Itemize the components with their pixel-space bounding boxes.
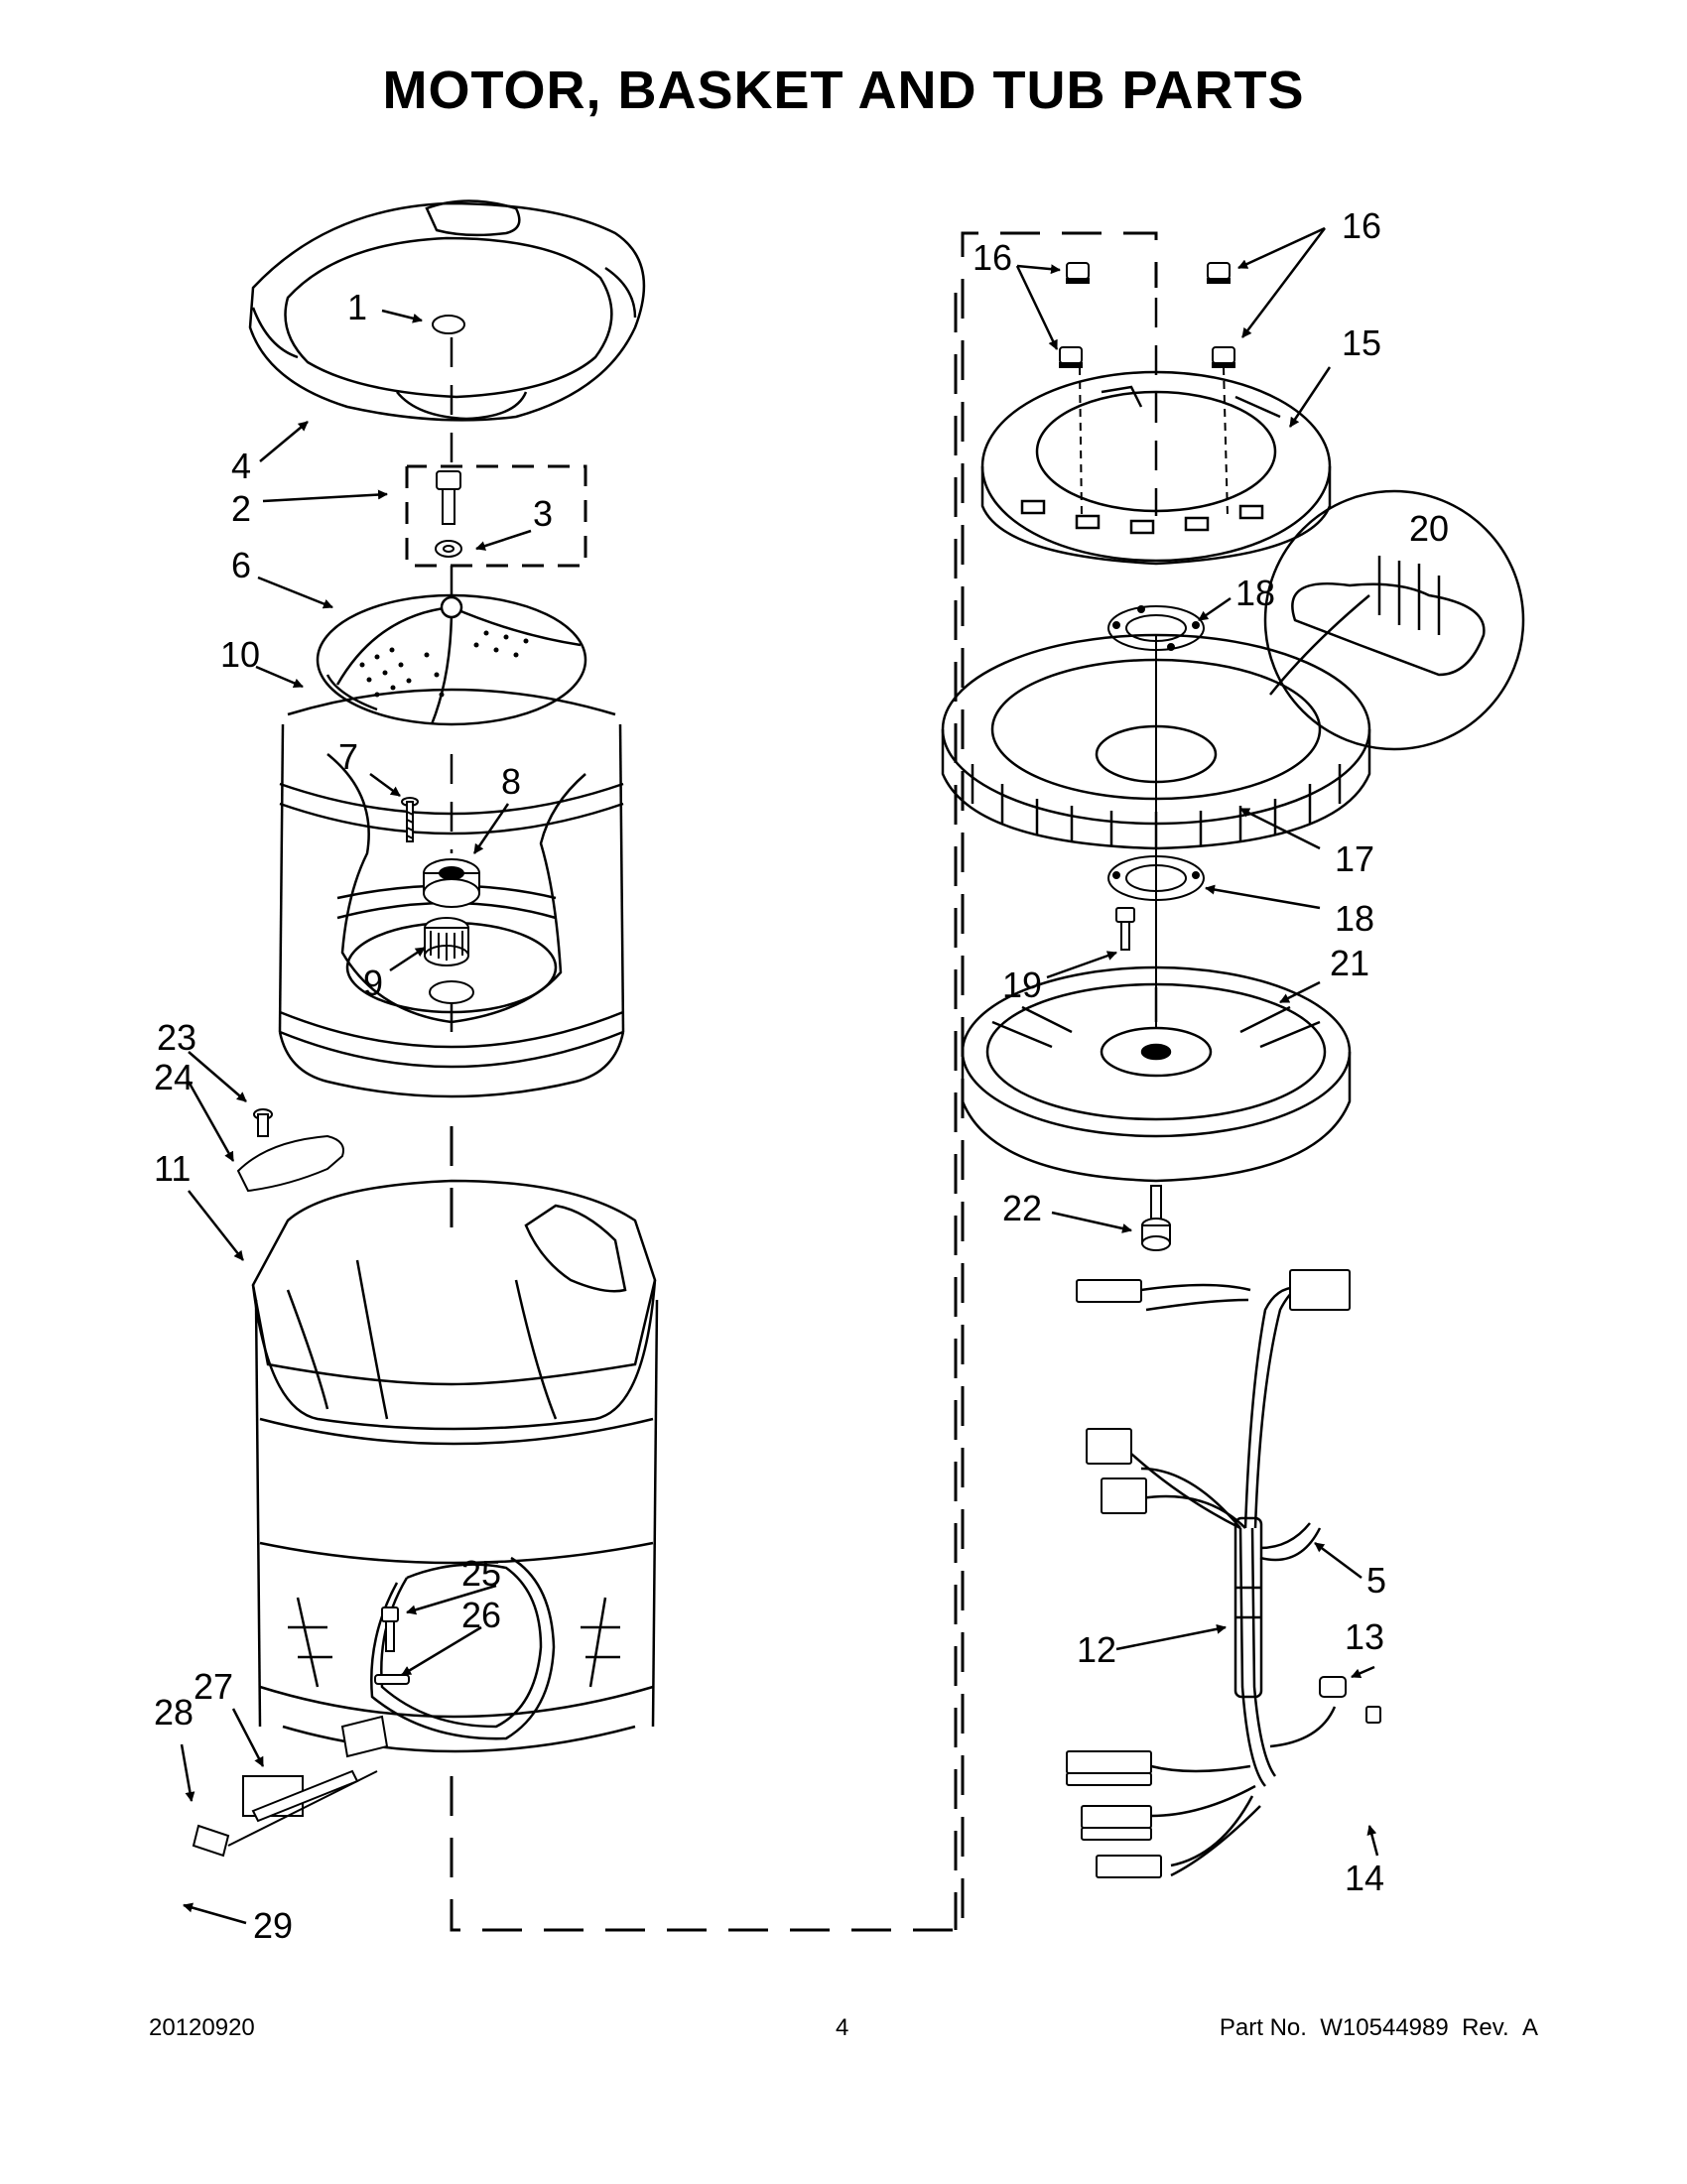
callout-1: 1 [347, 287, 367, 327]
basket-screw-part [401, 797, 419, 842]
page-title: MOTOR, BASKET AND TUB PARTS [382, 61, 1305, 120]
callout-18-bottom: 18 [1335, 898, 1374, 939]
callout-24: 24 [154, 1057, 194, 1097]
callout-15: 15 [1342, 322, 1381, 363]
callout-21: 21 [1330, 943, 1369, 983]
callout-11: 11 [154, 1148, 191, 1189]
cover-bracket-part [236, 1108, 344, 1193]
callout-3: 3 [533, 493, 553, 534]
outer-tub-part [251, 1179, 659, 1753]
stator-part [941, 594, 1371, 850]
rev-label: Rev. [1462, 2014, 1509, 2041]
callout-7: 7 [338, 736, 358, 777]
hub-bolt-part [435, 470, 462, 558]
upper-shim-part [1107, 605, 1205, 651]
callout-25: 25 [461, 1553, 501, 1594]
callout-2: 2 [231, 488, 251, 529]
part-no-value: W10544989 [1320, 2014, 1449, 2041]
impeller-part [316, 593, 587, 726]
callout-19: 19 [1002, 964, 1042, 1005]
callout-16-right: 16 [1342, 205, 1381, 246]
rotor-part [961, 965, 1352, 1183]
callout-17: 17 [1335, 838, 1374, 879]
callout-20: 20 [1409, 508, 1449, 549]
center-axis-line [450, 298, 1158, 1032]
footer-date-code: 20120920 [149, 2014, 255, 2041]
spline-gear-part [424, 917, 474, 1004]
callout-18-top: 18 [1235, 573, 1275, 613]
callout-13: 13 [1345, 1616, 1384, 1657]
footer-part-number: Part No. W10544989 Rev. A [1220, 2014, 1538, 2042]
bolt-group-box [405, 464, 587, 568]
footer-page-number: 4 [836, 2014, 849, 2041]
callout-28: 28 [154, 1692, 194, 1733]
heater-bracket-parts [192, 1715, 389, 1858]
callout-14: 14 [1345, 1858, 1384, 1898]
callout-22: 22 [1002, 1188, 1042, 1228]
connection-dashed-line [450, 231, 1158, 1932]
part-no-label: Part No. [1219, 2014, 1307, 2041]
callout-5: 5 [1366, 1560, 1386, 1601]
stator-collar-part [980, 370, 1332, 566]
hub-part [423, 858, 480, 908]
harness-connectors [1066, 1269, 1381, 1878]
bolt-clip-parts [374, 1606, 410, 1685]
callout-12: 12 [1077, 1629, 1116, 1670]
callout-27: 27 [194, 1666, 233, 1707]
rotor-bolt-part [1141, 1185, 1171, 1251]
rev-value: A [1521, 2014, 1538, 2041]
tub-ring-part [248, 199, 646, 422]
lower-shim-part [1107, 855, 1205, 901]
callout-6: 6 [231, 545, 251, 585]
callout-9: 9 [363, 963, 383, 1003]
stator-screw-part [1115, 907, 1135, 951]
callout-29: 29 [253, 1905, 293, 1946]
callout-arrows [180, 226, 1379, 1925]
callout-10: 10 [220, 634, 260, 675]
callout-16-left: 16 [973, 237, 1012, 278]
callout-23: 23 [157, 1017, 196, 1058]
callout-4: 4 [231, 446, 251, 486]
callout-26: 26 [461, 1595, 501, 1635]
terminal-detail-bubble [1263, 489, 1525, 751]
callout-8: 8 [501, 761, 521, 802]
wire-harness-part [1130, 1278, 1337, 1877]
magnet-parts [1059, 262, 1235, 517]
